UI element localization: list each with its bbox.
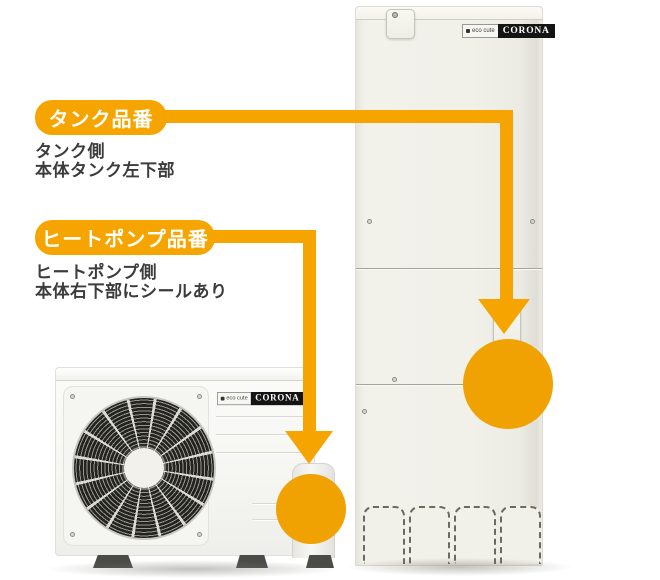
screw-icon <box>362 409 367 414</box>
screw-icon <box>197 394 202 399</box>
heatpump-note-line2: 本体右下部にシールあり <box>35 282 228 301</box>
tank-down-arrow-icon <box>478 299 530 334</box>
tank-panel-seam-lower <box>356 384 542 385</box>
heatpump-shadow <box>45 560 340 578</box>
vent-panel <box>454 506 496 564</box>
heatpump-part-number-label: ヒートポンプ品番 <box>35 220 215 255</box>
heatpump-down-arrow-icon <box>285 431 333 464</box>
fan-grille-icon <box>72 396 216 540</box>
screw-icon <box>392 377 397 382</box>
ecocute-logo-text: eco cute <box>472 28 495 34</box>
vent-groove <box>216 416 308 417</box>
screw-icon <box>70 532 75 537</box>
heatpump-foot <box>236 555 268 568</box>
tank-location-note: タンク側 本体タンク左下部 <box>35 142 175 180</box>
corona-logo: CORONA <box>250 392 305 406</box>
heatpump-location-note: ヒートポンプ側 本体右下部にシールあり <box>35 263 228 301</box>
vent-groove <box>216 434 308 435</box>
screw-icon <box>530 219 535 224</box>
fan-panel <box>63 386 216 546</box>
screw-icon <box>70 394 75 399</box>
tank-note-line1: タンク側 <box>35 142 105 161</box>
vent-panel <box>408 506 450 564</box>
vent-panel <box>499 506 541 564</box>
logo-mark-icon <box>220 396 225 401</box>
screw-icon <box>197 532 202 537</box>
heatpump-foot <box>306 555 334 568</box>
tank-shadow <box>345 558 573 576</box>
heatpump-top-cap <box>56 368 314 381</box>
heatpump-foot <box>93 555 133 568</box>
ecocute-logo-text: eco cute <box>226 395 248 402</box>
heatpump-note-line1: ヒートポンプ側 <box>35 263 157 282</box>
heatpump-brand-badge: eco cute CORONA <box>217 392 305 406</box>
tank-part-number-label: タンク品番 <box>35 100 167 135</box>
tank-note-line2: 本体タンク左下部 <box>35 161 175 180</box>
tank-highlight-circle <box>463 339 553 429</box>
tank-bottom-vents <box>363 506 541 564</box>
tank-panel-seam-upper <box>356 268 542 269</box>
fan-hub <box>124 448 164 488</box>
heatpump-highlight-circle <box>276 474 346 544</box>
vent-groove <box>216 452 308 453</box>
ecocute-logo-icon: eco cute <box>217 392 251 406</box>
screw-icon <box>367 219 372 224</box>
vent-panel <box>363 506 405 564</box>
tank-top-access-panel <box>386 9 415 39</box>
logo-mark-icon <box>466 29 470 33</box>
ecocute-logo-icon: eco cute <box>462 24 498 38</box>
panel-knob-icon <box>392 12 398 18</box>
tank-brand-badge: eco cute CORONA <box>462 24 555 38</box>
heatpump-connector-line <box>205 230 316 433</box>
tank-connector-line <box>160 110 513 302</box>
corona-logo: CORONA <box>497 24 555 38</box>
